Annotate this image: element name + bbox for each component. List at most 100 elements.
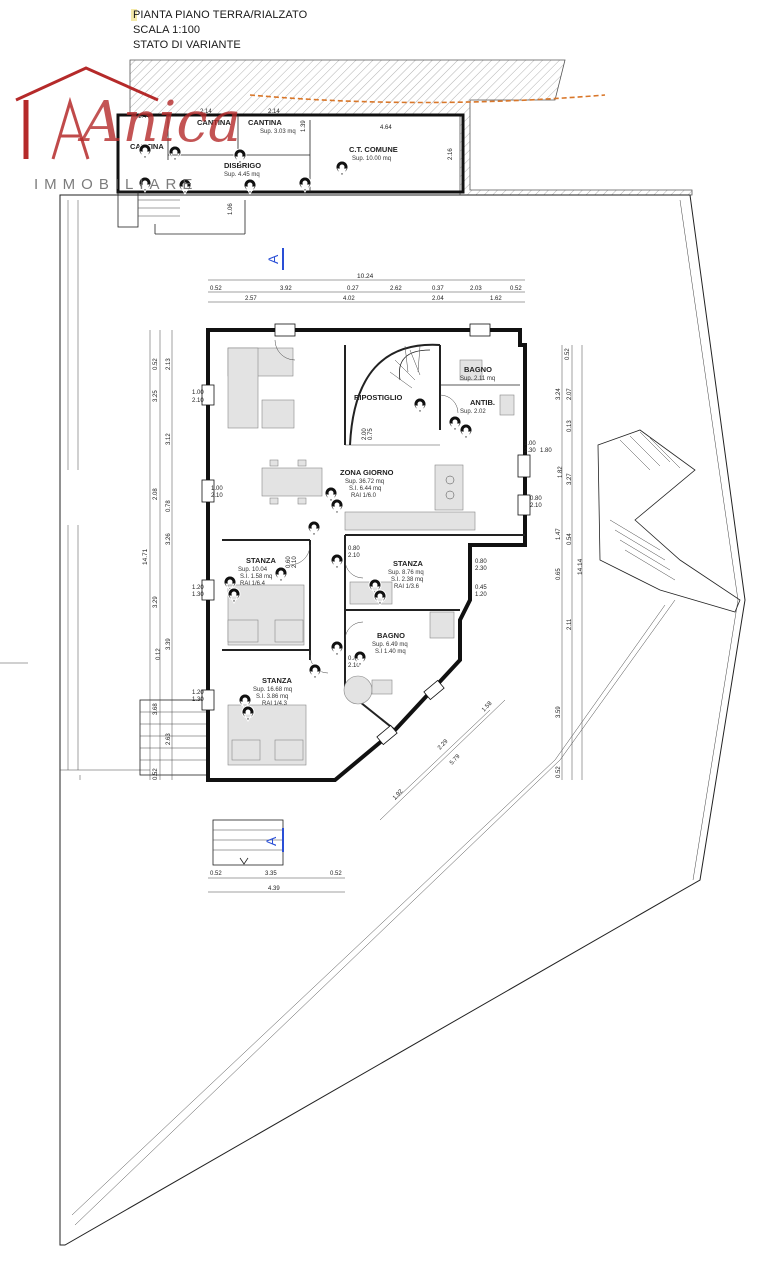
dim: 2.13 bbox=[166, 358, 172, 370]
room-si-stanza-2: S.I. 2.38 mq bbox=[391, 577, 423, 583]
section-label-bottom: A bbox=[263, 836, 279, 846]
map-pin-icon bbox=[459, 423, 473, 440]
room-name-ct-comune: C.T. COMUNE bbox=[349, 145, 398, 154]
room-area-stanza-2: Sup. 8.76 mq bbox=[388, 570, 424, 576]
dim: 0.52 bbox=[510, 286, 522, 292]
dim: 0.52 bbox=[565, 348, 571, 360]
map-pin-icon bbox=[335, 160, 349, 177]
dim-bottom-total: 4.39 bbox=[268, 886, 280, 892]
dim: 0.54 bbox=[567, 533, 573, 545]
room-rai-zona-giorno: RAI 1/6.0 bbox=[351, 493, 377, 499]
dim: 0.65 bbox=[556, 568, 562, 580]
map-pin-icon bbox=[298, 176, 312, 193]
dim: 2.10 bbox=[530, 503, 542, 509]
text-cursor bbox=[131, 9, 137, 21]
room-name-cantina-3: CANTINA bbox=[248, 118, 282, 127]
dim: 2.11 bbox=[567, 618, 573, 630]
dim: 0.52 bbox=[210, 871, 222, 877]
dim: 3.29 bbox=[153, 596, 159, 608]
room-labels: CANTINA CANTINA CANTINA Sup. 3.03 mq DIS… bbox=[130, 118, 495, 707]
room-area-bagno-1: Sup. 2.11 mq bbox=[460, 376, 495, 382]
dim: 2.07 bbox=[567, 388, 573, 400]
dim: 0.80 bbox=[530, 496, 542, 502]
dim: 2.16 bbox=[448, 148, 454, 160]
dim: 0.78 bbox=[166, 500, 172, 512]
logo-house-icon bbox=[15, 66, 159, 160]
dim: 2.08 bbox=[153, 488, 159, 500]
dim: 4.02 bbox=[343, 296, 355, 302]
dim: 2.29 bbox=[437, 738, 450, 751]
external-stair-right bbox=[597, 429, 741, 613]
map-pin-icon bbox=[448, 415, 462, 432]
dimension-lines bbox=[149, 279, 583, 893]
dim: 3.24 bbox=[556, 388, 562, 400]
agency-logo: Anica IMMOBILIARE bbox=[8, 64, 248, 204]
section-marker-bottom: A bbox=[239, 828, 284, 865]
room-name-zona-giorno: ZONA GIORNO bbox=[340, 468, 394, 477]
dim: 0.52 bbox=[153, 358, 159, 370]
dim: 0.45 bbox=[475, 585, 487, 591]
room-area-disbrigo: Sup. 4.45 mq bbox=[224, 172, 260, 178]
dim: 0.37 bbox=[432, 286, 444, 292]
room-area-zona-giorno: Sup. 36.72 mq bbox=[345, 479, 384, 485]
dim: 1.39 bbox=[301, 120, 307, 132]
dim: 1.20 bbox=[475, 592, 487, 598]
room-si-stanza-3: S.I. 3.86 mq bbox=[256, 694, 288, 700]
room-rai-stanza-1: RAI 1/6.4 bbox=[240, 581, 266, 587]
dim: 2.10 bbox=[348, 553, 360, 559]
map-pin-icon bbox=[308, 663, 322, 680]
plan-scale: SCALA 1:100 bbox=[133, 24, 201, 36]
dim: 1.00 bbox=[192, 390, 204, 396]
dim: 1.20 bbox=[192, 690, 204, 696]
map-pin-icon bbox=[413, 397, 427, 414]
house-walls bbox=[201, 323, 531, 782]
dim: 1.06 bbox=[228, 203, 234, 215]
dim: 1.92 bbox=[392, 788, 405, 801]
dim: 0.52 bbox=[153, 768, 159, 780]
dim: 2.30 bbox=[475, 566, 487, 572]
dim: 2.10 bbox=[192, 398, 204, 404]
dim: 0.60 bbox=[286, 556, 292, 568]
room-area-antibagno: Sup. 2.02 bbox=[460, 409, 486, 415]
room-area-ct-comune: Sup. 10.00 mq bbox=[352, 156, 391, 162]
room-name-antibagno: ANTIB. bbox=[470, 398, 495, 407]
dim: 0.75 bbox=[368, 428, 374, 440]
dim: 1.00 bbox=[211, 486, 223, 492]
dim: 2.10 bbox=[211, 493, 223, 499]
dim-left-total: 14.71 bbox=[142, 548, 149, 565]
map-pin-icon bbox=[274, 566, 288, 583]
room-si-bagno-2: S.I 1.40 mq bbox=[375, 649, 406, 655]
dim: 5.79 bbox=[449, 753, 462, 766]
dim: 2.10 bbox=[348, 663, 360, 669]
dim: 1.58 bbox=[481, 700, 494, 713]
dim: 3.27 bbox=[567, 473, 573, 485]
room-rai-stanza-2: RAI 1/3.6 bbox=[394, 584, 420, 590]
dim: 2.57 bbox=[245, 296, 257, 302]
dim: 1.44 bbox=[138, 114, 150, 120]
dim: 0.80 bbox=[348, 546, 360, 552]
dim: 2.30 bbox=[524, 448, 536, 454]
dim: 1.30 bbox=[192, 592, 204, 598]
dim: 2.63 bbox=[166, 733, 172, 745]
dim: 2.03 bbox=[470, 286, 482, 292]
room-area-stanza-3: Sup. 16.68 mq bbox=[253, 687, 292, 693]
dim: 1.30 bbox=[192, 697, 204, 703]
room-name-bagno-2: BAGNO bbox=[377, 631, 405, 640]
dim: 0.52 bbox=[210, 286, 222, 292]
logo-brand: Anica bbox=[82, 90, 242, 155]
logo-subtitle: IMMOBILIARE bbox=[34, 176, 199, 193]
dim: 2.14 bbox=[268, 109, 280, 115]
room-si-zona-giorno: S.I. 6.44 mq bbox=[349, 486, 381, 492]
dim: 3.68 bbox=[153, 703, 159, 715]
dim: 3.92 bbox=[280, 286, 292, 292]
plan-status: STATO DI VARIANTE bbox=[133, 39, 241, 51]
room-area-cantina-3: Sup. 3.03 mq bbox=[260, 129, 296, 135]
room-name-disbrigo: DISBRIGO bbox=[224, 161, 261, 170]
dim: 0.13 bbox=[567, 420, 573, 432]
property-boundary bbox=[0, 194, 746, 1246]
dim: 2.14 bbox=[200, 109, 212, 115]
map-pin-icon bbox=[307, 520, 321, 537]
room-name-stanza-1: STANZA bbox=[246, 556, 276, 565]
room-name-ripostiglio: RIPOSTIGLIO bbox=[354, 393, 403, 402]
room-area-stanza-1: Sup. 10.04 bbox=[238, 567, 268, 573]
